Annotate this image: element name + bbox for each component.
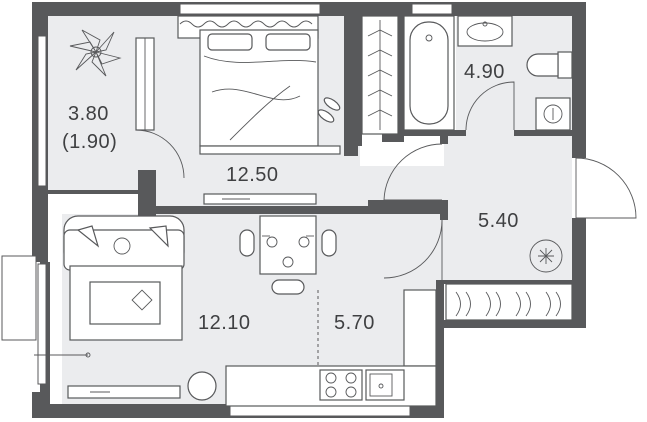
area-labels: 3.80 (1.90) 12.50 4.90 5.40 12.10 5.70 xyxy=(62,61,519,334)
dining-area xyxy=(239,215,337,295)
kitchen-sink-icon xyxy=(365,369,405,401)
hall xyxy=(383,143,637,321)
bathroom-area-label: 4.90 xyxy=(464,61,505,83)
toilet-icon xyxy=(526,51,573,79)
sink xyxy=(457,15,513,47)
hanger-icon xyxy=(367,29,393,117)
living-area-label: 12.10 xyxy=(198,312,251,334)
balcony-half-area-label: (1.90) xyxy=(62,131,117,153)
ceiling-lamp-icon xyxy=(529,239,563,273)
kitchen-area-label: 5.70 xyxy=(334,312,375,334)
tv-stand xyxy=(67,385,181,399)
bedroom xyxy=(177,15,341,205)
hall-area-label: 5.40 xyxy=(478,210,519,232)
stove-icon xyxy=(319,369,363,401)
plant-pot xyxy=(187,371,217,401)
bedroom-area-label: 12.50 xyxy=(226,164,279,186)
balcony xyxy=(69,29,185,179)
wardrobe xyxy=(361,15,399,135)
kitchen xyxy=(225,289,437,407)
living-room xyxy=(34,215,217,401)
dining-table xyxy=(259,215,317,275)
shoe-cabinet xyxy=(445,283,573,321)
windows xyxy=(1,3,453,417)
balcony-area-label: 3.80 xyxy=(68,103,109,125)
slippers-icon xyxy=(317,97,341,123)
bathroom xyxy=(403,15,573,131)
pillow-icon xyxy=(207,33,253,51)
pillow-icon xyxy=(265,33,311,51)
fridge xyxy=(403,289,437,367)
plant-icon xyxy=(69,29,122,77)
